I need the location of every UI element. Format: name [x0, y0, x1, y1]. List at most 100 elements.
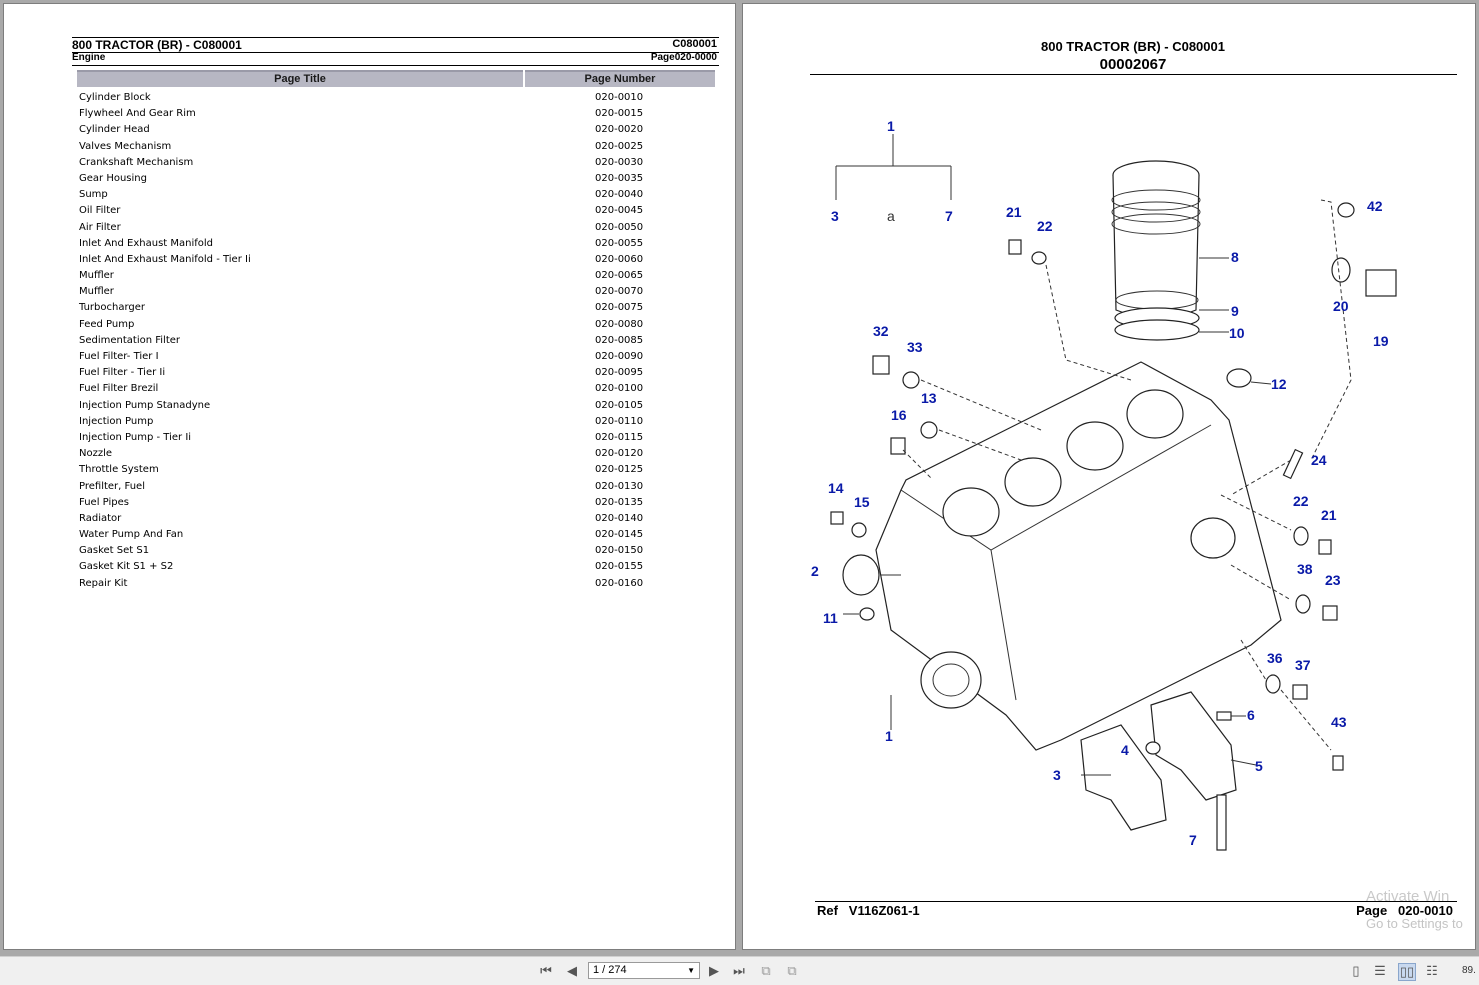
row-page-number[interactable]: 020-0135 — [595, 496, 644, 508]
table-row[interactable]: Muffler 020-0070 — [79, 284, 719, 300]
row-page-title[interactable]: Gasket Kit S1 + S2 — [79, 561, 174, 573]
table-row[interactable]: Inlet And Exhaust Manifold 020-0055 — [79, 236, 719, 252]
row-page-title[interactable]: Inlet And Exhaust Manifold — [79, 237, 214, 249]
table-row[interactable]: Nozzle 020-0120 — [79, 446, 719, 462]
table-row[interactable]: Fuel Filter - Tier Ii 020-0095 — [79, 365, 719, 381]
row-page-number[interactable]: 020-0125 — [595, 464, 644, 476]
row-page-number[interactable]: 020-0160 — [595, 577, 644, 589]
copy-icon[interactable]: ⧉ — [761, 963, 771, 978]
last-page-icon[interactable]: ⏭ — [733, 963, 745, 978]
row-page-number[interactable]: 020-0070 — [595, 286, 644, 298]
row-page-number[interactable]: 020-0060 — [595, 253, 644, 265]
row-page-title[interactable]: Radiator — [79, 512, 122, 524]
row-page-number[interactable]: 020-0140 — [595, 512, 644, 524]
row-page-number[interactable]: 020-0030 — [595, 156, 644, 168]
row-page-number[interactable]: 020-0020 — [595, 124, 644, 136]
row-page-title[interactable]: Sump — [79, 189, 108, 201]
table-row[interactable]: Prefilter, Fuel 020-0130 — [79, 479, 719, 495]
table-row[interactable]: Sump 020-0040 — [79, 187, 719, 203]
row-page-title[interactable]: Fuel Filter- Tier I — [79, 351, 159, 362]
row-page-title[interactable]: Muffler — [79, 286, 114, 298]
row-page-title[interactable]: Sedimentation Filter — [79, 334, 181, 346]
table-row[interactable]: Turbocharger 020-0075 — [79, 300, 719, 316]
row-page-title[interactable]: Cylinder Head — [79, 124, 150, 136]
first-page-icon[interactable]: ⏮ — [540, 963, 552, 978]
single-page-icon[interactable]: ▯ — [1352, 963, 1360, 978]
table-row[interactable]: Sedimentation Filter 020-0085 — [79, 333, 719, 349]
row-page-number[interactable]: 020-0100 — [595, 383, 644, 395]
row-page-number[interactable]: 020-0035 — [595, 172, 644, 184]
prev-page-icon[interactable]: ◀ — [567, 963, 577, 978]
row-page-title[interactable]: Muffler — [79, 270, 114, 282]
table-row[interactable]: Injection Pump Stanadyne 020-0105 — [79, 398, 719, 414]
table-row[interactable]: Valves Mechanism 020-0025 — [79, 139, 719, 155]
row-page-title[interactable]: Oil Filter — [79, 205, 121, 217]
row-page-number[interactable]: 020-0120 — [595, 448, 644, 460]
row-page-number[interactable]: 020-0045 — [595, 205, 644, 217]
row-page-title[interactable]: Fuel Filter Brezil — [79, 383, 159, 395]
row-page-number[interactable]: 020-0075 — [595, 302, 644, 314]
next-page-icon[interactable]: ▶ — [709, 963, 719, 978]
table-row[interactable]: Gasket Set S1 020-0150 — [79, 543, 719, 559]
table-row[interactable]: Muffler 020-0065 — [79, 268, 719, 284]
row-page-title[interactable]: Feed Pump — [79, 318, 135, 330]
page-number-input[interactable]: 1 / 274 ▼ — [588, 962, 700, 979]
row-page-title[interactable]: Cylinder Block — [79, 92, 151, 103]
row-page-title[interactable]: Nozzle — [79, 448, 113, 460]
row-page-number[interactable]: 020-0085 — [595, 334, 644, 346]
row-page-title[interactable]: Turbocharger — [79, 302, 146, 314]
row-page-title[interactable]: Water Pump And Fan — [79, 529, 184, 541]
row-page-title[interactable]: Inlet And Exhaust Manifold - Tier Ii — [79, 253, 251, 265]
row-page-title[interactable]: Fuel Filter - Tier Ii — [79, 367, 166, 379]
table-row[interactable]: Air Filter 020-0050 — [79, 220, 719, 236]
facing-continuous-icon[interactable]: ☷ — [1426, 963, 1438, 978]
row-page-title[interactable]: Injection Pump - Tier Ii — [79, 431, 192, 443]
row-page-title[interactable]: Fuel Pipes — [79, 496, 129, 508]
row-page-title[interactable]: Air Filter — [79, 221, 121, 233]
table-row[interactable]: Crankshaft Mechanism 020-0030 — [79, 155, 719, 171]
row-page-number[interactable]: 020-0025 — [595, 140, 644, 152]
row-page-number[interactable]: 020-0110 — [595, 415, 644, 427]
row-page-title[interactable]: Gasket Set S1 — [79, 545, 150, 557]
copy-alt-icon[interactable]: ⧉ — [787, 963, 797, 978]
table-row[interactable]: Oil Filter 020-0045 — [79, 203, 719, 219]
row-page-number[interactable]: 020-0145 — [595, 529, 644, 541]
row-page-number[interactable]: 020-0010 — [595, 92, 644, 103]
row-page-title[interactable]: Crankshaft Mechanism — [79, 156, 194, 168]
chevron-down-icon[interactable]: ▼ — [687, 966, 695, 975]
row-page-number[interactable]: 020-0050 — [595, 221, 644, 233]
row-page-number[interactable]: 020-0095 — [595, 367, 644, 379]
table-row[interactable]: Repair Kit 020-0160 — [79, 576, 719, 592]
row-page-number[interactable]: 020-0105 — [595, 399, 644, 411]
row-page-number[interactable]: 020-0130 — [595, 480, 644, 492]
table-row[interactable]: Radiator 020-0140 — [79, 511, 719, 527]
table-row[interactable]: Fuel Pipes 020-0135 — [79, 495, 719, 511]
table-row[interactable]: Inlet And Exhaust Manifold - Tier Ii 020-… — [79, 252, 719, 268]
table-row[interactable]: Cylinder Head 020-0020 — [79, 122, 719, 138]
facing-icon[interactable]: ▯▯ — [1398, 963, 1416, 981]
row-page-number[interactable]: 020-0080 — [595, 318, 644, 330]
row-page-number[interactable]: 020-0065 — [595, 270, 644, 282]
table-row[interactable]: Water Pump And Fan 020-0145 — [79, 527, 719, 543]
row-page-number[interactable]: 020-0115 — [595, 431, 644, 443]
row-page-title[interactable]: Flywheel And Gear Rim — [79, 108, 196, 120]
row-page-number[interactable]: 020-0155 — [595, 561, 644, 573]
table-row[interactable]: Injection Pump - Tier Ii 020-0115 — [79, 430, 719, 446]
continuous-icon[interactable]: ☰ — [1374, 963, 1386, 978]
row-page-title[interactable]: Valves Mechanism — [79, 140, 172, 152]
table-row[interactable]: Gasket Kit S1 + S2 020-0155 — [79, 559, 719, 575]
row-page-title[interactable]: Injection Pump Stanadyne — [79, 399, 211, 411]
row-page-number[interactable]: 020-0015 — [595, 108, 644, 120]
table-row[interactable]: Flywheel And Gear Rim 020-0015 — [79, 106, 719, 122]
row-page-number[interactable]: 020-0040 — [595, 189, 644, 201]
row-page-title[interactable]: Repair Kit — [79, 577, 128, 589]
row-page-title[interactable]: Prefilter, Fuel — [79, 480, 145, 492]
row-page-number[interactable]: 020-0055 — [595, 237, 644, 249]
table-row[interactable]: Cylinder Block 020-0010 — [79, 90, 719, 106]
table-row[interactable]: Feed Pump 020-0080 — [79, 317, 719, 333]
row-page-number[interactable]: 020-0150 — [595, 545, 644, 557]
